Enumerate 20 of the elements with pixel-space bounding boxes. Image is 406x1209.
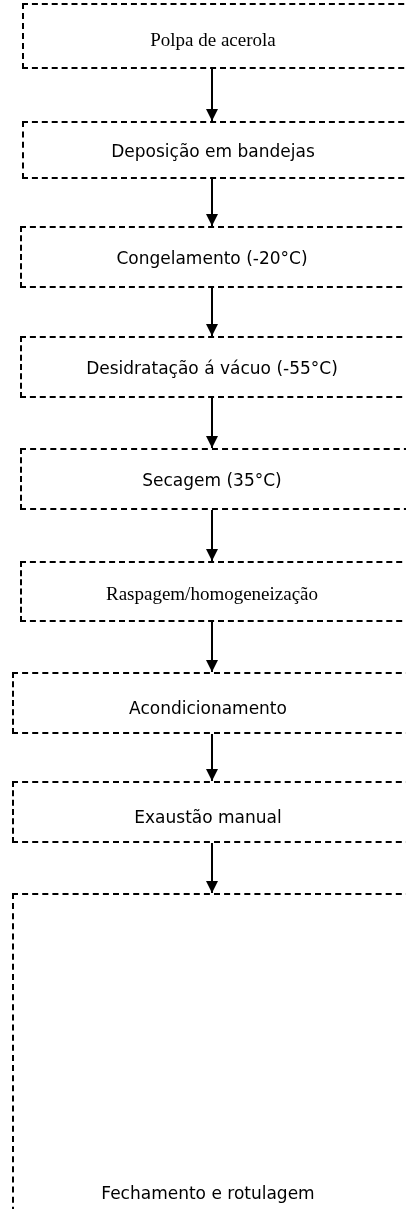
arrow bbox=[206, 397, 218, 449]
step-label: Deposição em bandejas bbox=[111, 141, 315, 163]
process-box bbox=[22, 121, 406, 179]
arrow bbox=[206, 733, 218, 782]
process-box bbox=[20, 448, 406, 510]
step-label: Congelamento (-20°C) bbox=[116, 248, 308, 270]
step-label: Raspagem/homogeneização bbox=[105, 583, 319, 606]
arrow bbox=[206, 178, 218, 227]
arrow bbox=[206, 509, 218, 562]
step-label: Acondicionamento bbox=[129, 698, 287, 720]
step-label: Secagem (35°C) bbox=[142, 470, 282, 492]
step-label: Desidratação á vácuo (-55°C) bbox=[86, 358, 338, 380]
arrow bbox=[206, 842, 218, 894]
arrow bbox=[206, 621, 218, 673]
arrow bbox=[206, 287, 218, 337]
step-label: Polpa de acerola bbox=[150, 29, 276, 52]
step-label: Fechamento e rotulagem bbox=[101, 1183, 315, 1205]
arrow bbox=[206, 68, 218, 122]
process-box bbox=[22, 3, 406, 69]
step-label: Exaustão manual bbox=[134, 807, 282, 829]
